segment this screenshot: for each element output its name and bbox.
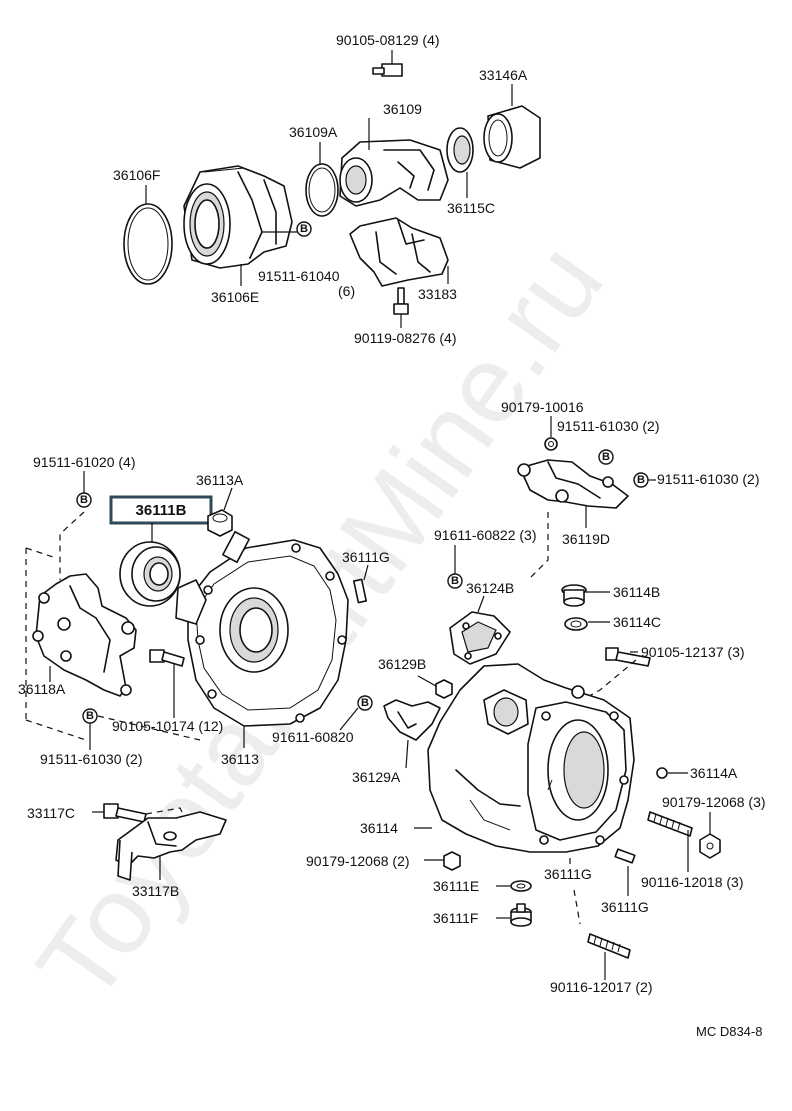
label-91511-61030-b: 91511-61030 (2) — [657, 471, 759, 487]
label-36114A: 36114A — [690, 765, 738, 781]
label-90119-08276: 90119-08276 (4) — [354, 330, 456, 346]
nut-90179-12068-a[interactable] — [699, 812, 721, 859]
bracket-36118A[interactable] — [32, 573, 137, 697]
label-36111F: 36111F — [433, 910, 478, 926]
badge-b-icon: B — [357, 695, 373, 711]
pin-36111G-c[interactable] — [614, 848, 636, 896]
bracket-36129A[interactable] — [383, 699, 441, 769]
label-36114B: 36114B — [613, 584, 660, 600]
plug-36111F[interactable] — [496, 903, 532, 927]
label-36111B: 36111B — [136, 502, 187, 519]
svg-text:B: B — [300, 223, 308, 235]
extension-housing-36106E[interactable] — [183, 165, 297, 286]
plug-36114A[interactable] — [656, 767, 688, 779]
housing-36109[interactable] — [339, 118, 449, 207]
svg-text:B: B — [361, 697, 369, 709]
bracket-33117B[interactable] — [115, 811, 227, 881]
nut-36129B[interactable] — [417, 675, 453, 699]
svg-text:B: B — [451, 575, 459, 587]
label-36114C: 36114C — [613, 614, 661, 630]
highlighted-part-box[interactable]: 36111B — [109, 495, 213, 525]
bolt-90105-12137[interactable] — [605, 647, 651, 667]
label-33117C: 33117C — [27, 805, 75, 821]
oil-seal-36111B[interactable] — [119, 541, 181, 607]
nut-90179-12068-b[interactable] — [424, 851, 461, 871]
plug-36113A[interactable] — [207, 487, 233, 537]
mount-33183[interactable] — [349, 217, 449, 287]
bracket-36119D[interactable] — [517, 459, 629, 528]
dashed-guides-left — [25, 511, 201, 741]
bolt-33117C[interactable] — [92, 803, 147, 823]
bushing-36115C[interactable] — [446, 127, 474, 198]
label-36129A: 36129A — [352, 769, 401, 785]
label-36115C: 36115C — [447, 200, 495, 216]
gasket-36111E[interactable] — [496, 880, 532, 892]
plug-36114B[interactable] — [561, 584, 610, 607]
label-36111G-a: 36111G — [342, 549, 390, 565]
label-91511-61040: 91511-61040 — [258, 268, 340, 284]
bolt-90105-10174[interactable] — [149, 649, 185, 718]
label-91611-60822: 91611-60822 (3) — [434, 527, 536, 543]
stud-90116-12018[interactable] — [647, 811, 693, 872]
label-36106E: 36106E — [211, 289, 259, 305]
o-ring-36109A[interactable] — [305, 142, 339, 217]
svg-text:B: B — [80, 494, 88, 506]
label-33146A: 33146A — [479, 67, 528, 83]
svg-text:B: B — [602, 451, 610, 463]
label-36119D: 36119D — [562, 531, 610, 547]
transaxle-case-36114[interactable] — [414, 663, 635, 853]
gasket-36114C[interactable] — [564, 617, 610, 631]
label-91511-61030-c: 91511-61030 (2) — [40, 751, 142, 767]
badge-b-icon: B — [447, 573, 463, 589]
pin-36111G-a[interactable] — [353, 564, 369, 604]
bolt-90105-08129[interactable] — [372, 50, 403, 77]
label-91611-60820: 91611-60820 — [272, 729, 354, 745]
nut-90179-10016[interactable] — [544, 416, 558, 451]
label-91511-61030-a: 91511-61030 (2) — [557, 418, 659, 434]
cover-33146A[interactable] — [483, 84, 541, 169]
label-91511-61020: 91511-61020 (4) — [33, 454, 135, 470]
label-36113: 36113 — [221, 751, 259, 767]
badge-b-icon: B — [633, 472, 649, 488]
label-90105-12137: 90105-12137 (3) — [641, 644, 745, 660]
label-36111E: 36111E — [433, 878, 479, 894]
badge-b-icon: B — [82, 708, 98, 724]
badge-b-icon: B — [598, 449, 614, 465]
label-36111G-c: 36111G — [601, 899, 649, 915]
badge-b-icon: B — [76, 492, 92, 508]
label-90179-12068-b: 90179-12068 (2) — [306, 853, 410, 869]
o-ring-36106F[interactable] — [123, 185, 173, 285]
label-36114: 36114 — [360, 820, 398, 836]
label-36124B: 36124B — [466, 580, 514, 596]
transaxle-case-36113[interactable] — [175, 530, 349, 748]
cover-36124B[interactable] — [449, 595, 511, 665]
label-36113A: 36113A — [196, 472, 244, 488]
diagram-ref: MC D834-8 — [696, 1024, 762, 1039]
label-33183: 33183 — [418, 286, 457, 302]
badge-b-icon: B — [296, 221, 312, 237]
label-36109: 36109 — [383, 101, 422, 117]
svg-text:B: B — [637, 474, 645, 486]
label-90179-10016: 90179-10016 — [501, 399, 584, 415]
label-90179-12068-a: 90179-12068 (3) — [662, 794, 766, 810]
label-33117B: 33117B — [132, 883, 179, 899]
stud-90116-12017[interactable] — [587, 933, 631, 980]
label-90105-08129: 90105-08129 (4) — [336, 32, 440, 48]
label-36129B: 36129B — [378, 656, 426, 672]
label-36106F: 36106F — [113, 167, 160, 183]
label-36109A: 36109A — [289, 124, 338, 140]
bolt-90119-08276[interactable] — [393, 287, 409, 328]
svg-text:B: B — [86, 710, 94, 722]
label-36111G-b: 36111G — [544, 866, 592, 882]
label-90116-12018: 90116-12018 (3) — [641, 874, 743, 890]
label-91511-61040-qty: (6) — [338, 283, 355, 299]
label-90116-12017: 90116-12017 (2) — [550, 979, 652, 995]
label-90105-10174: 90105-10174 (12) — [112, 718, 223, 734]
label-36118A: 36118A — [18, 681, 66, 697]
